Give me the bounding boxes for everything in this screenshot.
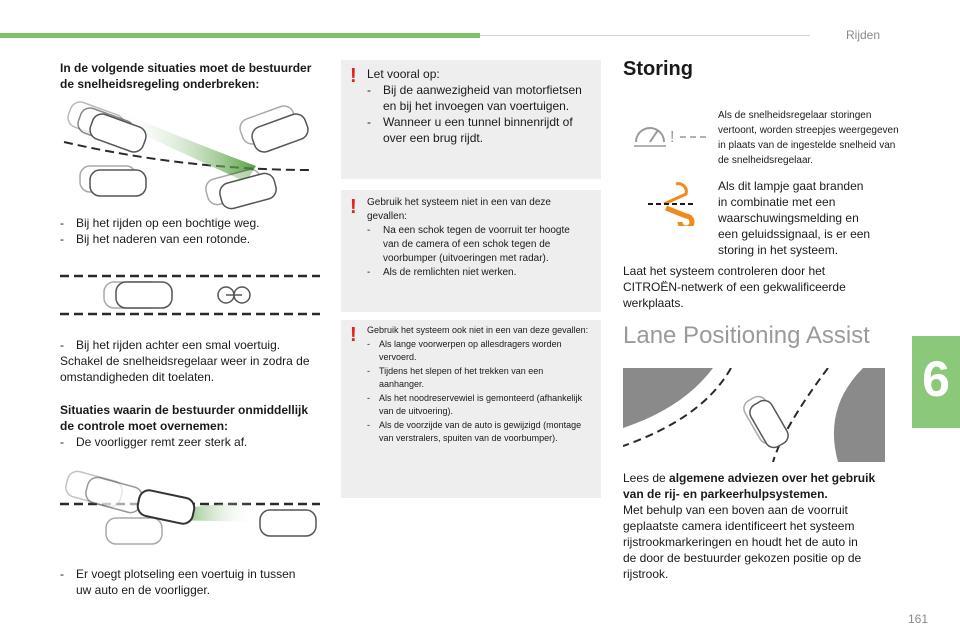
list-item: -Als het noodreservewiel is gemonteerd (… [367, 392, 583, 417]
lane-positioning-illustration [623, 368, 885, 462]
list-item: -Bij het rijden op een bochtige weg. [60, 216, 260, 230]
para-narrow-vehicle: -Bij het rijden achter een smal voertuig… [60, 338, 310, 384]
list-cut-in: -Er voegt plotseling een voertuig in tus… [60, 566, 295, 598]
list-item: -Als de remlichten niet werken. [367, 267, 517, 278]
narrow-vehicle-illustration [60, 274, 320, 316]
list-item: uw auto en de voorligger. [76, 583, 211, 597]
svg-text:!: ! [670, 129, 674, 146]
list-item: -Bij het naderen van een rotonde. [60, 232, 251, 246]
speed-limiter-fault-icon: ! [634, 127, 706, 147]
header-accent-bar [0, 33, 480, 38]
list-item: -Als de voorzijde van de auto is gewijzi… [367, 419, 582, 444]
warning-icon: ! [350, 324, 357, 346]
warning-icon: ! [350, 65, 357, 87]
chapter-tab: 6 [912, 336, 960, 428]
list-item: -Bij het rijden achter een smal voertuig… [60, 338, 281, 352]
lane-positioning-body: Lees de algemene adviezen over het gebru… [623, 471, 876, 581]
curvy-road-illustration [63, 101, 312, 210]
section-label: Rijden [846, 28, 881, 42]
warning-box-also-do-not-use: ! Gebruik het systeem ook niet in een va… [341, 320, 601, 498]
list-curvy: -Bij het rijden op een bochtige weg. -Bi… [60, 215, 259, 247]
list-item: -Als lange voorwerpen op allesdragers wo… [367, 338, 562, 363]
heading-interrupt: In de volgende situaties moet de bestuur… [60, 61, 312, 91]
warning-box-do-not-use: ! Gebruik het systeem niet in een van de… [341, 190, 601, 312]
list-item: -Tijdens het slepen of het trekken van e… [367, 365, 544, 390]
warning-box-attention: ! Let vooral op: -Bij de aanwezigheid va… [341, 60, 601, 179]
warning-icon: ! [350, 196, 357, 218]
page-number: 161 [908, 612, 929, 626]
header-divider [480, 35, 810, 36]
wrench-warning-icon [648, 182, 695, 226]
storing-title: Storing [623, 58, 693, 80]
chapter-number: 6 [922, 351, 950, 407]
heading-take-over: Situaties waarin de bestuurder onmiddell… [60, 403, 309, 449]
storing-dashes-text: Als de snelheidsregelaar storingen verto… [718, 110, 899, 166]
storing-service-text: Laat het systeem controleren door het CI… [623, 264, 846, 310]
cut-in-illustration [60, 470, 320, 545]
list-item: -De voorligger remt zeer sterk af. [60, 435, 248, 449]
list-item: -Er voegt plotseling een voertuig in tus… [60, 567, 296, 581]
storing-lamp-text: Als dit lampje gaat branden in combinati… [718, 179, 871, 257]
lane-positioning-assist-title: Lane Positioning Assist [623, 322, 870, 349]
list-item: -Na een schok tegen de voorruit ter hoog… [367, 225, 570, 264]
